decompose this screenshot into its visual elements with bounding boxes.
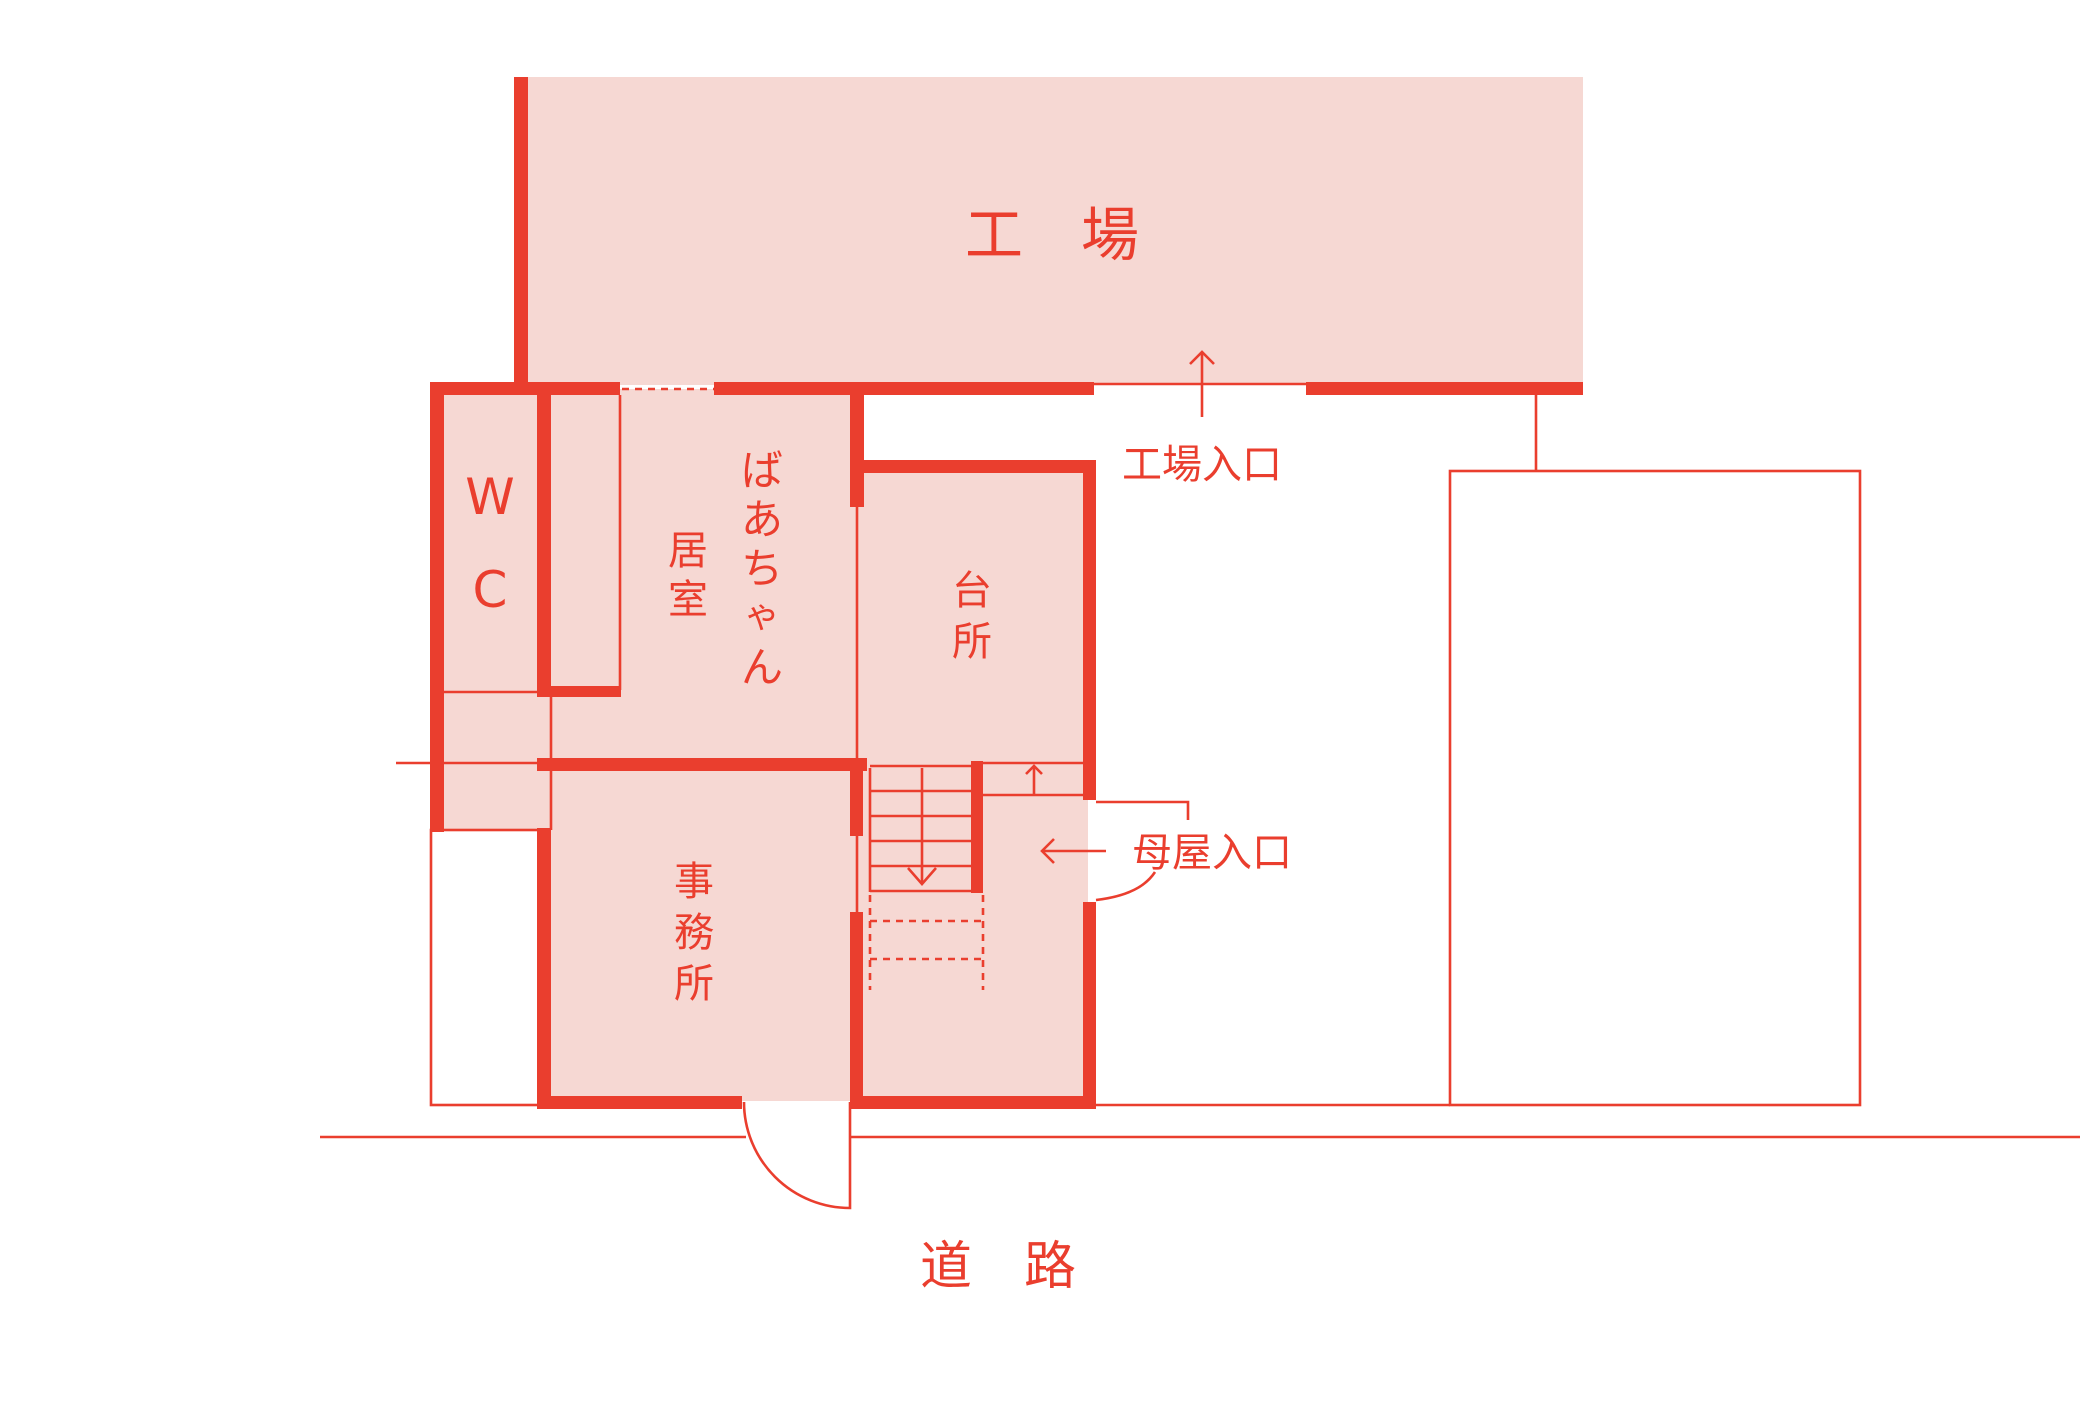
kitchen-label-2: 所 [952, 619, 992, 665]
wc-area [436, 389, 554, 829]
grandma-label-char: ゃ [744, 595, 780, 636]
closet-west-wall [537, 389, 551, 697]
factory-area [520, 77, 1583, 385]
main-entrance-label: 母屋入口 [1132, 830, 1292, 876]
grandma-label-char: ち [741, 544, 783, 593]
house-west-wall [430, 382, 444, 832]
living-room-label-1: 居 [668, 528, 708, 574]
grandma-label-char: ん [741, 643, 783, 692]
wc-label-c: C [473, 561, 508, 619]
wc-label-w: W [465, 468, 514, 526]
factory-entrance-label: 工場入口 [1122, 442, 1282, 488]
kitchen-area [856, 465, 1088, 764]
thin-lines [320, 382, 2080, 1210]
office-area [547, 764, 856, 1101]
grandma-room-area [554, 389, 856, 764]
parking-area [1448, 469, 1862, 1107]
stairs [868, 764, 985, 990]
room-divider-wall [850, 389, 864, 507]
south-wall-1 [537, 1096, 742, 1109]
living-room-label-2: 室 [668, 577, 708, 623]
main-entrance-arrow [1040, 838, 1106, 864]
kitchen-east-wall-2 [1083, 902, 1096, 1108]
side-passage [429, 828, 549, 1107]
step-up-arrow [1025, 764, 1043, 795]
factory-west-wall [514, 77, 528, 385]
road-label: 道 路 [920, 1237, 1076, 1297]
factory-south-wall-3 [1306, 382, 1583, 395]
grandma-label-char: あ [741, 495, 783, 544]
factory-south-wall-1 [430, 382, 620, 395]
office-east-wall-2 [850, 912, 863, 1108]
factory-south-wall-2 [714, 382, 1094, 395]
kitchen-east-wall-1 [1083, 460, 1096, 800]
office-label-char: 事 [674, 859, 714, 905]
office-label-char: 所 [674, 961, 714, 1007]
stair-wall [971, 761, 983, 893]
closet-south-wall [537, 686, 621, 697]
office-label-char: 務 [674, 910, 714, 956]
factory-label: 工 場 [965, 201, 1139, 269]
grandma-label-char: ば [741, 446, 783, 495]
front-door-swing [742, 1101, 852, 1210]
kitchen-north-wall [856, 460, 1096, 473]
main-door-swing [1096, 800, 1190, 820]
south-wall-2 [850, 1096, 1096, 1109]
kitchen-label-1: 台 [952, 568, 992, 614]
factory-entrance-arrow [1189, 350, 1215, 417]
grandma-label: ば あ ち ゃ ん [741, 446, 783, 692]
walls [430, 77, 1583, 1109]
office-label: 事 務 所 [674, 859, 714, 1007]
office-west-wall [537, 828, 551, 1108]
middle-wall [537, 758, 867, 771]
